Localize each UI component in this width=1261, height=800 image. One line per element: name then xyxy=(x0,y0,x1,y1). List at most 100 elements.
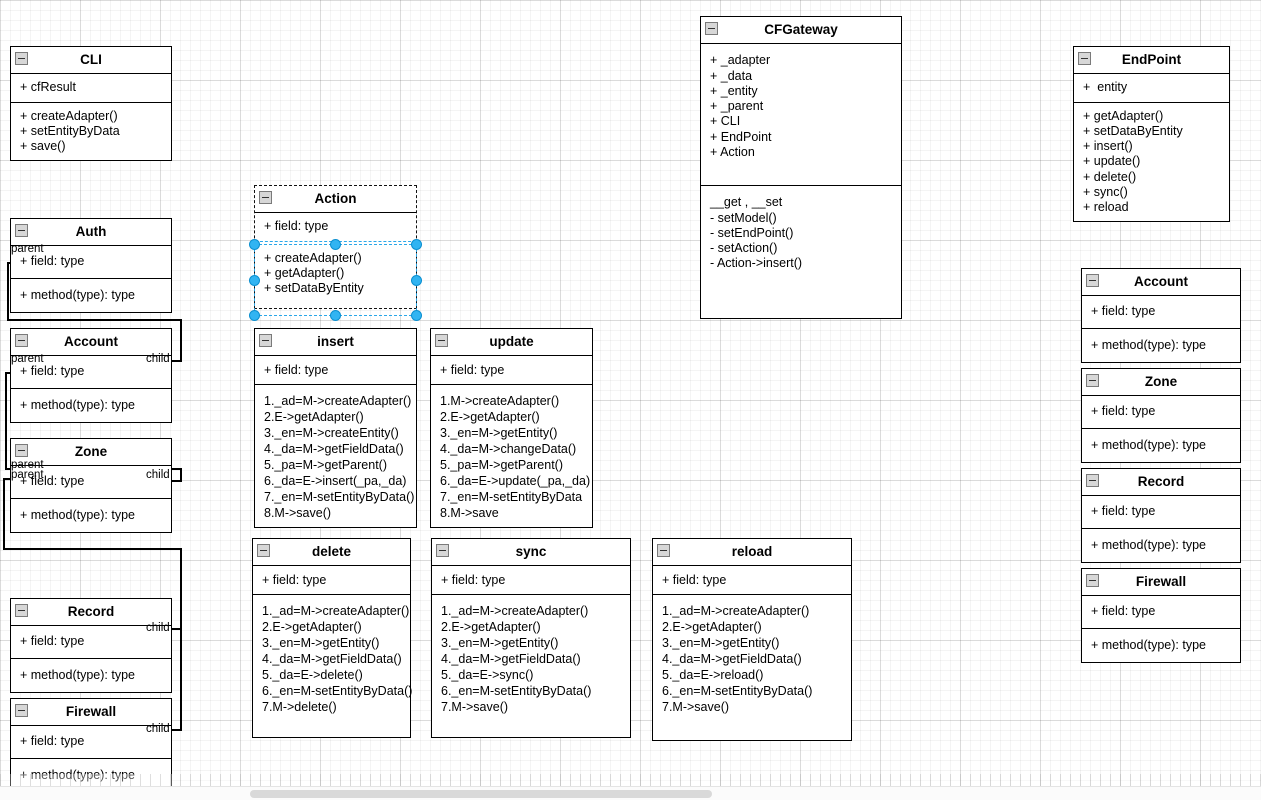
class-box-endpoint[interactable]: EndPoint + entity + getAdapter() + setDa… xyxy=(1073,46,1230,223)
class-attributes-firewall-right: + field: type xyxy=(1082,596,1240,628)
class-box-record-left[interactable]: Record + field: type + method(type): typ… xyxy=(10,598,172,693)
minus-box-icon[interactable] xyxy=(705,22,718,35)
minus-box-icon[interactable] xyxy=(1086,274,1099,287)
method-row: 1._ad=M->createAdapter() xyxy=(662,604,810,619)
method-row: 2.E->getAdapter() xyxy=(662,620,762,635)
attribute-row: + field: type xyxy=(20,364,85,379)
method-row: 3._en=M->getEntity() xyxy=(441,636,559,651)
minus-box-icon[interactable] xyxy=(435,334,448,347)
minus-box-icon[interactable] xyxy=(15,444,28,457)
class-box-auth-left[interactable]: Auth + field: type + method(type): type xyxy=(10,218,172,313)
class-title: Zone xyxy=(74,444,108,459)
class-box-firewall-left[interactable]: Firewall + field: type + method(type): t… xyxy=(10,698,172,793)
class-box-delete[interactable]: delete + field: type 1._ad=M->createAdap… xyxy=(252,538,412,738)
class-header-endpoint: EndPoint xyxy=(1074,47,1229,75)
minus-box-icon[interactable] xyxy=(1086,474,1099,487)
method-row: + method(type): type xyxy=(20,768,165,783)
class-methods-reload: 1._ad=M->createAdapter() 2.E->getAdapter… xyxy=(653,594,851,722)
class-box-sync[interactable]: sync + field: type 1._ad=M->createAdapte… xyxy=(431,538,631,738)
class-header-action: Action xyxy=(255,186,416,214)
class-header-update: update xyxy=(431,329,592,357)
method-row: 7.M->save() xyxy=(662,700,730,715)
method-row: + createAdapter() xyxy=(20,108,118,123)
class-header-insert: insert xyxy=(255,329,416,357)
class-header-account-left: Account xyxy=(11,329,171,357)
class-box-cli[interactable]: CLI + cfResult + createAdapter() + setEn… xyxy=(10,46,172,162)
minus-box-icon[interactable] xyxy=(15,704,28,717)
minus-box-icon[interactable] xyxy=(1078,52,1091,65)
class-box-cfgateway[interactable]: CFGateway + _adapter + _data + _entity +… xyxy=(700,16,902,319)
class-box-action[interactable]: Action + field: type + createAdapter() +… xyxy=(254,185,417,310)
minus-box-icon[interactable] xyxy=(15,224,28,237)
resize-handle-se[interactable] xyxy=(411,310,422,321)
class-box-reload[interactable]: reload + field: type 1._ad=M->createAdap… xyxy=(652,538,852,741)
resize-handle-n[interactable] xyxy=(330,239,341,250)
minus-box-icon[interactable] xyxy=(257,544,270,557)
minus-box-icon[interactable] xyxy=(259,334,272,347)
class-box-firewall-right[interactable]: Firewall + field: type + method(type): t… xyxy=(1081,568,1241,663)
minus-box-icon[interactable] xyxy=(15,334,28,347)
minus-box-icon[interactable] xyxy=(657,544,670,557)
method-row: - setEndPoint() xyxy=(710,225,794,240)
resize-handle-ne[interactable] xyxy=(411,239,422,250)
class-box-zone-left[interactable]: Zone + field: type + method(type): type xyxy=(10,438,172,533)
class-header-zone-left: Zone xyxy=(11,439,171,467)
connector-segment xyxy=(180,628,182,730)
class-box-account-left[interactable]: Account + field: type + method(type): ty… xyxy=(10,328,172,423)
method-row: 2.E->getAdapter() xyxy=(441,620,541,635)
method-row: 2.E->getAdapter() xyxy=(264,410,364,425)
minus-box-icon[interactable] xyxy=(1086,574,1099,587)
class-box-record-right[interactable]: Record + field: type + method(type): typ… xyxy=(1081,468,1241,563)
method-row: + getAdapter() xyxy=(1083,108,1164,123)
method-row: + method(type): type xyxy=(1091,437,1206,452)
method-row: 4._da=M->getFieldData() xyxy=(441,652,581,667)
class-header-sync: sync xyxy=(432,539,630,567)
minus-box-icon[interactable] xyxy=(259,191,272,204)
attribute-row: + Action xyxy=(710,144,755,159)
class-box-account-right[interactable]: Account + field: type + method(type): ty… xyxy=(1081,268,1241,363)
resize-handle-w[interactable] xyxy=(249,275,260,286)
attribute-row: + field: type xyxy=(264,219,329,234)
class-title: CFGateway xyxy=(764,22,838,37)
method-row: 7.M->save() xyxy=(441,700,509,715)
class-box-insert[interactable]: insert + field: type 1._ad=M->createAdap… xyxy=(254,328,417,529)
resize-handle-s[interactable] xyxy=(330,310,341,321)
resize-handle-e[interactable] xyxy=(411,275,422,286)
method-row: 1.M->createAdapter() xyxy=(440,394,560,409)
method-row: - setAction() xyxy=(710,241,778,256)
horizontal-scrollbar-track[interactable] xyxy=(0,786,1261,800)
edge-label-zone-parent-a: parent xyxy=(11,459,44,471)
method-row: 5._pa=M->getParent() xyxy=(440,458,563,473)
connector-segment xyxy=(180,548,182,629)
attribute-row: + field: type xyxy=(662,573,727,588)
class-box-zone-right[interactable]: Zone + field: type + method(type): type xyxy=(1081,368,1241,463)
edge-label-auth-parent: parent xyxy=(11,243,44,255)
method-row: + method(type): type xyxy=(1091,637,1206,652)
method-row: + setDataByEntity xyxy=(1083,123,1183,138)
resize-handle-nw[interactable] xyxy=(249,239,260,250)
class-attributes-auth: + field: type xyxy=(11,246,171,278)
minus-box-icon[interactable] xyxy=(436,544,449,557)
method-row: + method(type): type xyxy=(20,397,135,412)
class-attributes-endpoint: + entity xyxy=(1074,74,1229,102)
class-title: insert xyxy=(317,334,354,349)
class-methods-update: 1.M->createAdapter() 2.E->getAdapter() 3… xyxy=(431,384,592,528)
class-header-firewall-left: Firewall xyxy=(11,699,171,727)
class-header-record-right: Record xyxy=(1082,469,1240,497)
method-row: - Action->insert() xyxy=(710,256,803,271)
minus-box-icon[interactable] xyxy=(1086,374,1099,387)
class-header-zone-right: Zone xyxy=(1082,369,1240,397)
minus-box-icon[interactable] xyxy=(15,52,28,65)
minus-box-icon[interactable] xyxy=(15,604,28,617)
class-box-update[interactable]: update + field: type 1.M->createAdapter(… xyxy=(430,328,593,529)
class-methods-cfgateway: __get , __set - setModel() - setEndPoint… xyxy=(701,185,901,278)
class-attributes-account-right: + field: type xyxy=(1082,296,1240,328)
class-methods-auth: + method(type): type xyxy=(11,277,171,312)
method-row: + setDataByEntity xyxy=(264,281,364,296)
horizontal-scrollbar-thumb[interactable] xyxy=(250,790,712,798)
resize-handle-sw[interactable] xyxy=(249,310,260,321)
method-row: 1._ad=M->createAdapter() xyxy=(441,604,589,619)
method-row: 5._da=E->delete() xyxy=(262,668,363,683)
attribute-row: + field: type xyxy=(441,573,506,588)
